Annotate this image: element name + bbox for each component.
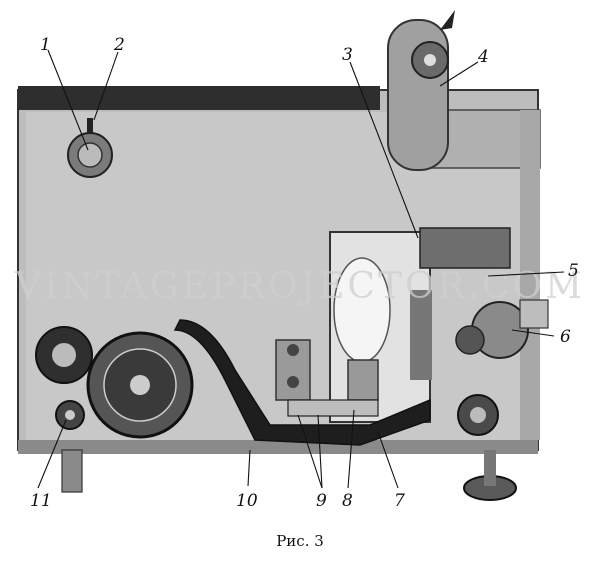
callout-5: 5 — [568, 261, 579, 281]
projector-body — [17, 86, 541, 454]
lower-left-assembly — [35, 326, 194, 493]
gate-window — [329, 231, 432, 423]
callout-6: 6 — [560, 327, 571, 347]
callout-8: 8 — [342, 491, 353, 511]
callout-7: 7 — [394, 491, 405, 511]
top-left-knob — [67, 118, 113, 178]
callout-9: 9 — [316, 491, 327, 511]
film-lever — [173, 319, 431, 446]
callout-10: 10 — [236, 491, 258, 511]
projector-photo: VINTAGEPROJECTOR.COM 1 2 3 4 5 6 7 8 9 1… — [14, 10, 585, 511]
reel-arm — [387, 10, 455, 171]
watermark: VINTAGEPROJECTOR.COM — [14, 266, 585, 307]
callout-4: 4 — [477, 47, 489, 67]
callout-3: 3 — [342, 45, 353, 65]
callout-1: 1 — [40, 35, 51, 55]
leader-lines — [37, 49, 565, 489]
figure-caption: Рис. 3 — [276, 532, 324, 550]
callout-2: 2 — [113, 35, 125, 55]
right-mechanism — [419, 227, 549, 501]
callout-11: 11 — [30, 491, 52, 511]
